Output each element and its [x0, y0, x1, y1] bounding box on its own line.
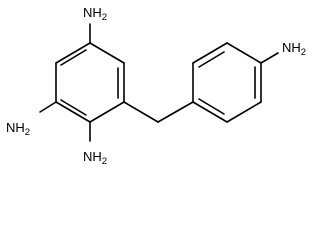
bond-to-left-amine	[39, 101, 57, 113]
bond	[226, 101, 262, 123]
double-bond-inner	[198, 51, 225, 68]
left-amine-label: NH2	[6, 120, 30, 138]
bottom-amine-label: NH2	[83, 149, 107, 167]
structure-canvas: NH2 NH2 NH2 NH2	[6, 5, 307, 167]
bond	[192, 101, 228, 123]
bond	[192, 42, 228, 64]
left-benzene-ring	[55, 42, 125, 123]
molecule-structure: NH2 NH2 NH2 NH2	[6, 5, 306, 167]
right-benzene-ring	[192, 42, 262, 123]
bond	[55, 42, 91, 64]
bond	[226, 42, 262, 64]
bond-ch2-to-ring	[157, 101, 194, 123]
bond-ring-to-ch2	[123, 101, 159, 123]
top-amine-label: NH2	[83, 5, 107, 23]
double-bond-inner	[60, 49, 87, 66]
bond	[89, 42, 125, 64]
bond	[89, 101, 125, 123]
double-bond-inner	[198, 98, 225, 115]
para-amine-label: NH2	[282, 40, 306, 58]
bond-to-para-amine	[260, 52, 279, 64]
bond	[55, 101, 91, 123]
double-bond-inner	[60, 99, 87, 116]
